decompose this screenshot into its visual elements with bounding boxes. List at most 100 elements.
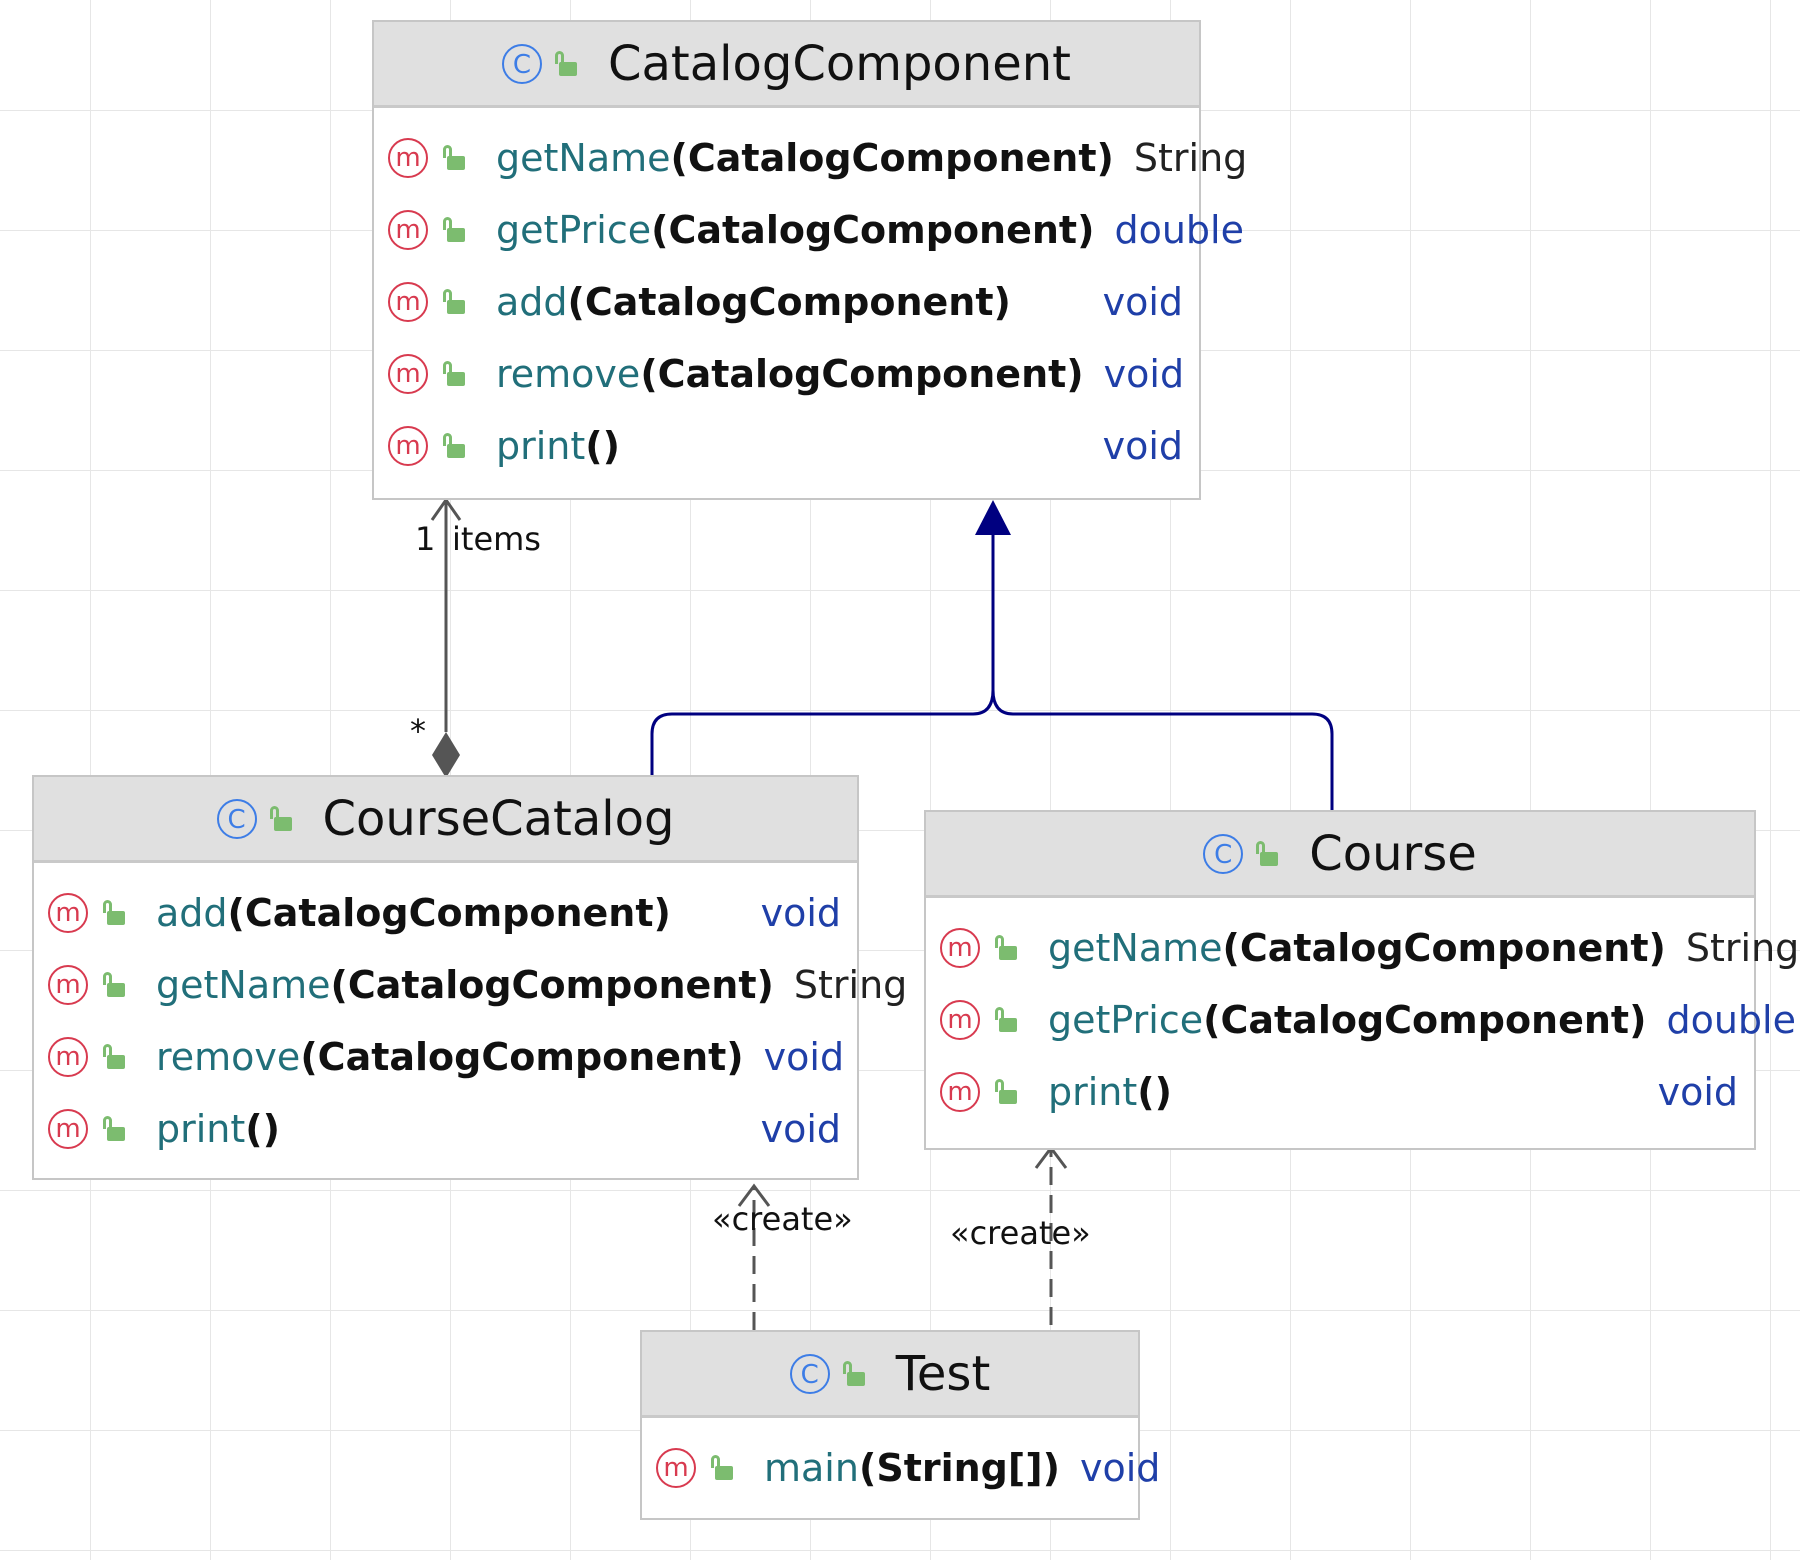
- method-icon: m: [388, 210, 428, 250]
- class-test[interactable]: C Test m main(String[]) void: [640, 1330, 1160, 1520]
- method-name: remove: [156, 1035, 301, 1079]
- method-icon: m: [388, 138, 428, 178]
- public-visibility-icon: [992, 935, 1020, 961]
- method-row[interactable]: m print() void: [34, 1093, 857, 1165]
- method-name: main: [764, 1446, 859, 1490]
- method-row[interactable]: m getName(CatalogComponent) String: [34, 949, 907, 1021]
- method-params: (): [1137, 1070, 1173, 1114]
- method-return-type: void: [1657, 1070, 1738, 1114]
- method-name: getName: [1048, 926, 1223, 970]
- public-visibility-icon: [100, 900, 128, 926]
- method-return-type: String: [1133, 136, 1248, 180]
- method-return-type: double: [1114, 208, 1244, 252]
- public-visibility-icon: [440, 361, 468, 387]
- method-icon: m: [388, 426, 428, 466]
- inheritance-arrowhead: [975, 500, 1011, 535]
- method-return-type: void: [763, 1035, 845, 1079]
- method-row[interactable]: m print() void: [374, 410, 1199, 482]
- method-name: getPrice: [496, 208, 652, 252]
- public-visibility-icon: [992, 1007, 1020, 1033]
- public-visibility-icon: [440, 217, 468, 243]
- method-params: (CatalogComponent): [1222, 926, 1666, 970]
- method-icon: m: [48, 965, 88, 1005]
- source-multiplicity-label: *: [410, 712, 426, 750]
- class-header: C Test: [642, 1332, 1138, 1418]
- method-name: print: [496, 424, 586, 468]
- composition-edge[interactable]: [430, 497, 462, 778]
- target-multiplicity-label: 1: [415, 520, 436, 558]
- class-icon: C: [216, 798, 257, 839]
- method-icon: m: [940, 928, 980, 968]
- method-params: (CatalogComponent): [640, 352, 1084, 396]
- composition-diamond: [432, 732, 460, 778]
- method-return-type: void: [1102, 424, 1183, 468]
- method-row[interactable]: m remove(CatalogComponent) void: [34, 1021, 857, 1093]
- method-return-type: void: [1079, 1446, 1161, 1490]
- method-return-type: double: [1666, 998, 1796, 1042]
- method-params: (CatalogComponent): [330, 963, 774, 1007]
- class-name: Course: [1309, 825, 1477, 882]
- method-name: add: [496, 280, 568, 324]
- class-header: C CatalogComponent: [374, 22, 1199, 108]
- method-params: (CatalogComponent): [670, 136, 1114, 180]
- method-row[interactable]: m add(CatalogComponent) void: [374, 266, 1199, 338]
- public-visibility-icon: [440, 433, 468, 459]
- public-visibility-icon: [440, 289, 468, 315]
- class-header: C Course: [926, 812, 1754, 898]
- method-row[interactable]: m main(String[]) void: [642, 1432, 1160, 1504]
- class-course[interactable]: C Course m getName(CatalogComponent) Str…: [924, 810, 1799, 1150]
- method-icon: m: [48, 893, 88, 933]
- class-icon: C: [501, 43, 542, 84]
- method-params: (CatalogComponent): [227, 891, 671, 935]
- method-return-type: String: [1685, 926, 1800, 970]
- method-params: (CatalogComponent): [300, 1035, 744, 1079]
- class-icon: C: [789, 1353, 830, 1394]
- public-visibility-icon: [992, 1079, 1020, 1105]
- method-row[interactable]: m print() void: [926, 1056, 1754, 1128]
- inheritance-edge[interactable]: [650, 500, 1334, 810]
- method-params: (): [245, 1107, 281, 1151]
- public-visibility-icon: [100, 972, 128, 998]
- method-name: print: [1048, 1070, 1138, 1114]
- class-catalog-component[interactable]: C CatalogComponent m getName(CatalogComp…: [372, 20, 1247, 500]
- method-row[interactable]: m getPrice(CatalogComponent) double: [926, 984, 1796, 1056]
- method-name: add: [156, 891, 228, 935]
- method-icon: m: [48, 1109, 88, 1149]
- method-return-type: void: [760, 1107, 841, 1151]
- public-visibility-icon: [100, 1044, 128, 1070]
- method-row[interactable]: m getName(CatalogComponent) String: [374, 122, 1247, 194]
- create-stereotype-label-catalog: «create»: [712, 1200, 853, 1238]
- method-row[interactable]: m remove(CatalogComponent) void: [374, 338, 1199, 410]
- class-icon: C: [1203, 833, 1244, 874]
- create-stereotype-label-course: «create»: [950, 1214, 1091, 1252]
- method-name: getPrice: [1048, 998, 1204, 1042]
- method-name: getName: [156, 963, 331, 1007]
- method-row[interactable]: m getName(CatalogComponent) String: [926, 912, 1799, 984]
- method-icon: m: [656, 1448, 696, 1488]
- method-name: remove: [496, 352, 641, 396]
- public-visibility-icon: [1253, 840, 1281, 867]
- public-visibility-icon: [440, 145, 468, 171]
- method-icon: m: [388, 282, 428, 322]
- public-visibility-icon: [267, 805, 295, 832]
- class-name: Test: [895, 1345, 991, 1402]
- method-name: getName: [496, 136, 671, 180]
- method-icon: m: [940, 1000, 980, 1040]
- class-header: C CourseCatalog: [34, 777, 857, 863]
- method-row[interactable]: m getPrice(CatalogComponent) double: [374, 194, 1244, 266]
- method-icon: m: [48, 1037, 88, 1077]
- public-visibility-icon: [552, 50, 580, 77]
- public-visibility-icon: [840, 1360, 868, 1387]
- method-return-type: String: [793, 963, 908, 1007]
- method-params: (CatalogComponent): [1203, 998, 1647, 1042]
- public-visibility-icon: [100, 1116, 128, 1142]
- method-params: (CatalogComponent): [567, 280, 1011, 324]
- composition-role-label: items: [452, 520, 541, 558]
- method-row[interactable]: m add(CatalogComponent) void: [34, 877, 857, 949]
- method-params: (CatalogComponent): [651, 208, 1095, 252]
- method-return-type: void: [760, 891, 841, 935]
- create-edge-course-catalog[interactable]: [737, 1183, 771, 1330]
- method-return-type: void: [1103, 352, 1185, 396]
- class-course-catalog[interactable]: C CourseCatalog m add(CatalogComponent) …: [32, 775, 907, 1180]
